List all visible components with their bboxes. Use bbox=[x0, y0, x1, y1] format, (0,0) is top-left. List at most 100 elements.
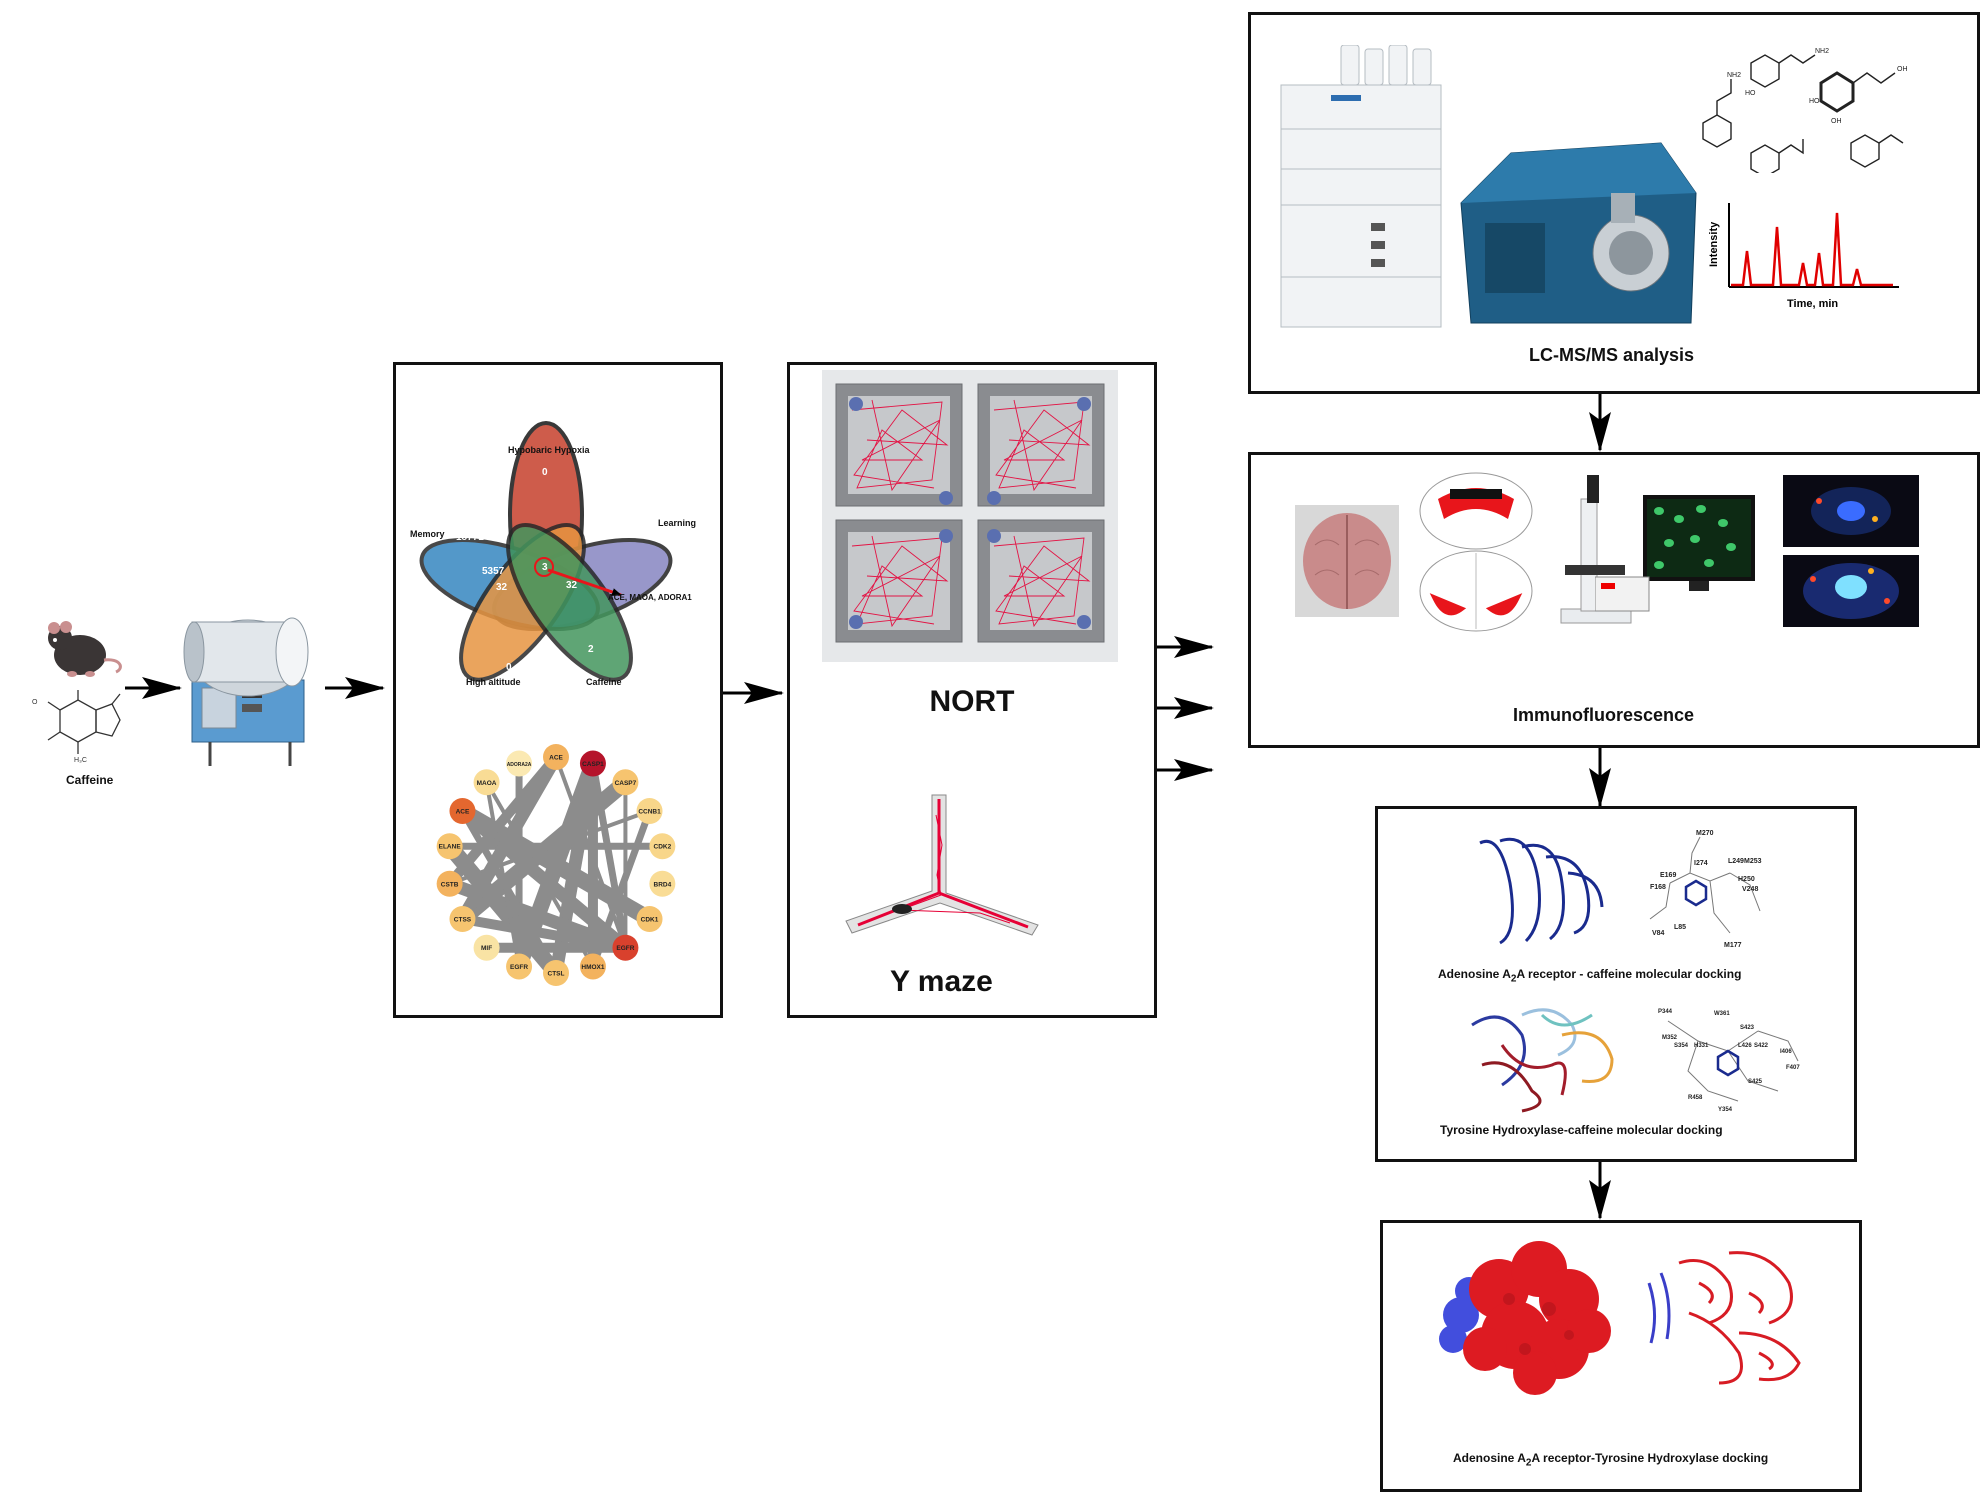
venn-label-high-altitude: High altitude bbox=[466, 677, 521, 687]
imaging-monitor-image bbox=[1643, 495, 1755, 591]
venn-label-caffeine: Caffeine bbox=[586, 677, 622, 687]
network-node bbox=[473, 769, 500, 796]
dock2-res-0: P344 bbox=[1658, 1009, 1673, 1015]
network-node-label: MAOA bbox=[477, 780, 497, 787]
chromatogram: Intensity Time, min bbox=[1708, 203, 1899, 310]
lcms-panel: NH2 HO NH2 OH HO OH Intensity Time, min … bbox=[1248, 12, 1980, 394]
hypobaric-chamber-icon bbox=[183, 617, 309, 766]
dock1-res-10: M177 bbox=[1724, 942, 1742, 949]
network-pharmacology-panel: 0 622 18771 5357 3 32 32 0 2 Hypobaric H… bbox=[393, 362, 723, 1018]
network-node-label: CASP7 bbox=[615, 780, 637, 787]
dock1-res-9: V84 bbox=[1652, 930, 1665, 937]
dock2-res-1: W361 bbox=[1714, 1011, 1730, 1017]
dock2-res-7: S422 bbox=[1754, 1043, 1769, 1049]
mass-spectrometer-image bbox=[1460, 142, 1697, 324]
dock2-res-8: I406 bbox=[1780, 1049, 1792, 1055]
network-node bbox=[649, 833, 676, 860]
chem-l4: HO bbox=[1809, 98, 1820, 105]
caffeine-structure-icon: O H₃C bbox=[32, 690, 121, 764]
dock1-res-1: I274 bbox=[1694, 860, 1708, 867]
th-caffeine-interaction-map: P344 W361 M352 S354 S423 H331 L426 S422 … bbox=[1658, 1009, 1800, 1113]
network-node-label: BRD4 bbox=[654, 881, 672, 888]
network-edge bbox=[589, 809, 653, 968]
venn-n-5: 32 bbox=[566, 580, 578, 591]
network-node bbox=[649, 870, 676, 897]
network-node-label: EGFR bbox=[616, 945, 634, 952]
network-node-label: ELANE bbox=[439, 844, 462, 851]
ymaze-label: Y maze bbox=[890, 965, 993, 998]
network-node-label: CTSL bbox=[548, 971, 565, 978]
venn-n-0: 0 bbox=[542, 467, 548, 478]
svg-text:O: O bbox=[32, 699, 38, 706]
dock1-res-3: M253 bbox=[1744, 858, 1762, 865]
molecular-docking-panel: M270 I274 L249 M253 E169 H250 F168 V248 … bbox=[1375, 806, 1857, 1162]
chem-l3: OH bbox=[1897, 66, 1908, 73]
venn-n-2: 18771 bbox=[456, 532, 484, 543]
network-node bbox=[506, 953, 533, 980]
venn-label-memory: Memory bbox=[410, 529, 445, 539]
dock1-res-8: L85 bbox=[1674, 924, 1686, 931]
network-node-label: MIF bbox=[481, 945, 492, 952]
a2a-th-surface-image bbox=[1439, 1241, 1611, 1395]
dock2-res-3: S354 bbox=[1674, 1043, 1689, 1049]
lcms-label: LC-MS/MS analysis bbox=[1529, 345, 1695, 365]
th-caffeine-structure-image bbox=[1471, 1008, 1614, 1113]
camera-controller-image bbox=[1595, 576, 1650, 612]
venn-n-8: 2 bbox=[588, 644, 594, 655]
network-node-label: ACE bbox=[456, 809, 470, 816]
network-node bbox=[579, 750, 606, 777]
chem-l1: HO bbox=[1745, 90, 1756, 97]
network-node bbox=[436, 870, 463, 897]
venn-n-1: 622 bbox=[618, 512, 635, 523]
venn-callout: ACE, MAOA, ADORA1 bbox=[608, 593, 692, 602]
chromatogram-y-label: Intensity bbox=[1708, 221, 1720, 267]
network-node-label: CCNB1 bbox=[638, 809, 661, 816]
dock2-res-9: F407 bbox=[1786, 1065, 1800, 1071]
chem-l2: NH2 bbox=[1727, 72, 1741, 79]
network-node bbox=[636, 798, 663, 824]
hplc-instrument-image bbox=[1280, 45, 1442, 328]
network-edge bbox=[456, 753, 562, 923]
chem-l0: NH2 bbox=[1815, 48, 1829, 55]
docking2-label: Tyrosine Hydroxylase-caffeine molecular … bbox=[1440, 1123, 1723, 1137]
dock2-res-12: Y354 bbox=[1718, 1107, 1733, 1113]
caffeine-label: Caffeine bbox=[66, 773, 114, 787]
network-node bbox=[449, 798, 476, 824]
fluorescence-micrographs bbox=[1783, 475, 1919, 627]
network-node-label: HMOX1 bbox=[581, 964, 605, 971]
dock1-res-5: H250 bbox=[1738, 876, 1755, 883]
venn-n-7: 0 bbox=[506, 662, 512, 673]
network-node-label: ACE bbox=[549, 755, 563, 762]
network-node bbox=[449, 906, 476, 932]
chromatogram-x-label: Time, min bbox=[1787, 298, 1838, 310]
a2a-th-cartoon-image bbox=[1647, 1251, 1801, 1385]
immunofluorescence-panel: Immunofluorescence bbox=[1248, 452, 1980, 748]
network-edge bbox=[589, 762, 629, 949]
nort-label: NORT bbox=[929, 685, 1015, 718]
network-node-label: CDK2 bbox=[654, 844, 672, 851]
brain-image bbox=[1295, 505, 1399, 617]
network-node bbox=[636, 906, 663, 932]
dock2-res-10: S425 bbox=[1748, 1079, 1763, 1085]
dock1-res-4: E169 bbox=[1660, 872, 1676, 879]
nort-arena-image bbox=[822, 370, 1118, 662]
venn-diagram: 0 622 18771 5357 3 32 32 0 2 bbox=[419, 421, 673, 682]
network-node bbox=[543, 960, 569, 986]
network-node-label: CASP1 bbox=[582, 761, 604, 768]
network-node-label: EGFR bbox=[510, 964, 528, 971]
start-panel: O H₃C Caffeine bbox=[30, 610, 130, 790]
venn-n-6: 32 bbox=[496, 582, 508, 593]
y-maze-image bbox=[845, 794, 1039, 936]
network-node bbox=[473, 934, 500, 961]
network-node-label: CDK1 bbox=[641, 917, 659, 924]
venn-label-learning: Learning bbox=[658, 518, 697, 528]
network-node bbox=[506, 750, 533, 777]
dock2-res-5: H331 bbox=[1694, 1043, 1709, 1049]
network-node bbox=[612, 769, 639, 796]
brain-section-atlas-image bbox=[1419, 472, 1533, 632]
network-node-label: CSTB bbox=[441, 881, 459, 888]
docking1-label: Adenosine A2A receptor - caffeine molecu… bbox=[1438, 967, 1742, 985]
ppi-network: ACECASP1CASP7CCNB1CDK2BRD4CDK1EGFRHMOX1C… bbox=[436, 744, 676, 986]
network-node bbox=[579, 953, 606, 980]
protein-protein-docking-panel: Adenosine A2A receptor-Tyrosine Hydroxyl… bbox=[1380, 1220, 1862, 1492]
